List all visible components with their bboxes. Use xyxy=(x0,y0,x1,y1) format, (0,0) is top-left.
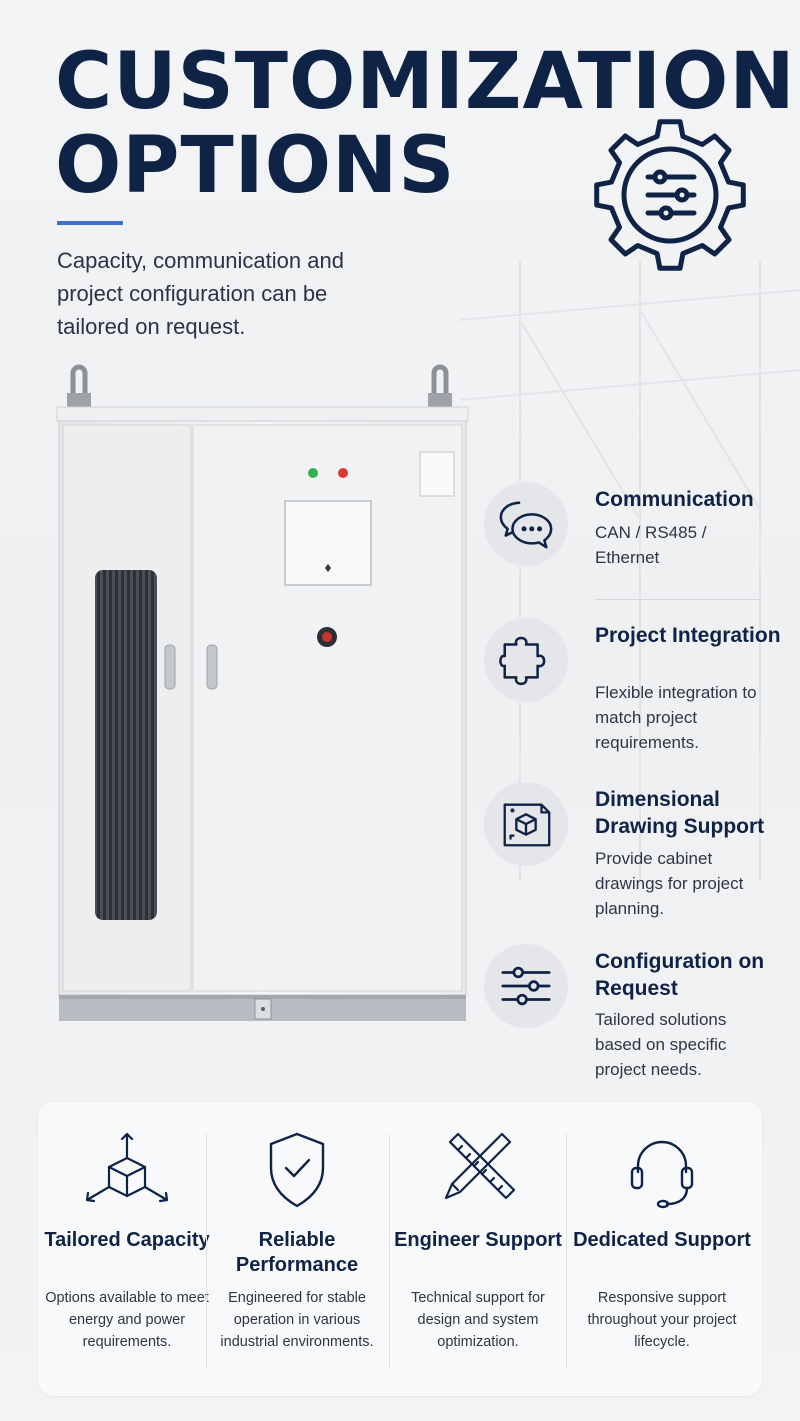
title-accent-bar xyxy=(57,221,123,225)
led-green xyxy=(308,468,318,478)
feature-title: Project Integration xyxy=(595,624,781,647)
feature-title: Configuration on Request xyxy=(595,950,765,1000)
page-title-line-2: OPTIONS xyxy=(55,121,456,211)
blueprint-cube-icon xyxy=(503,803,551,847)
card-divider xyxy=(566,1134,567,1369)
page-title-line-1: CUSTOMIZATION xyxy=(55,37,796,127)
feature-divider xyxy=(595,599,760,600)
sliders-icon xyxy=(501,966,551,1006)
card-title: Reliable Performance xyxy=(235,1229,359,1276)
card-text: Responsive support throughout your proje… xyxy=(587,1290,737,1350)
feature-icon-circle xyxy=(484,944,568,1028)
feature-icon-circle xyxy=(484,782,568,866)
card-dedicated-support: Dedicated Support Responsive support thr… xyxy=(573,1102,751,1396)
feature-description: Tailored solutions based on specific pro… xyxy=(595,1010,727,1079)
lifting-eye-left xyxy=(70,364,88,393)
card-divider xyxy=(389,1134,390,1369)
benefit-cards: Tailored Capacity Options available to m… xyxy=(38,1102,762,1396)
card-text: Engineered for stable operation in vario… xyxy=(220,1290,374,1350)
feature-title: Communication xyxy=(595,488,754,511)
gear-sliders-icon xyxy=(594,119,746,271)
card-reliable-performance: Reliable Performance Engineered for stab… xyxy=(208,1102,386,1396)
ruler-pencil-icon xyxy=(444,1132,516,1200)
card-tailored-capacity: Tailored Capacity Options available to m… xyxy=(38,1102,216,1396)
headset-icon xyxy=(630,1140,694,1209)
card-engineer-support: Engineer Support Technical support for d… xyxy=(389,1102,567,1396)
battery-cabinet-illustration xyxy=(56,364,469,1021)
cube-arrows-icon xyxy=(85,1132,169,1203)
ventilation-louver xyxy=(95,570,157,920)
feature-description: Provide cabinet drawings for project pla… xyxy=(595,849,744,918)
shield-check-icon xyxy=(269,1132,325,1208)
feature-icon-circle xyxy=(484,618,568,702)
chat-bubbles-icon xyxy=(499,501,553,549)
page-subtitle: Capacity, communication and project conf… xyxy=(57,248,344,339)
feature-title: Dimensional Drawing Support xyxy=(595,788,765,838)
feature-description: Flexible integration to match project re… xyxy=(595,683,757,752)
led-red xyxy=(338,468,348,478)
card-title: Tailored Capacity xyxy=(44,1229,210,1251)
page-title: CUSTOMIZATION OPTIONS xyxy=(55,40,796,208)
card-title: Engineer Support xyxy=(394,1229,562,1251)
card-text: Technical support for design and system … xyxy=(411,1290,545,1350)
puzzle-piece-icon xyxy=(499,636,546,686)
feature-description: CAN / RS485 / Ethernet xyxy=(595,523,707,567)
card-text: Options available to meet energy and pow… xyxy=(45,1290,209,1350)
feature-icon-circle xyxy=(484,482,568,566)
card-title: Dedicated Support xyxy=(573,1229,751,1251)
background-structure xyxy=(460,260,800,880)
card-divider xyxy=(206,1134,207,1369)
